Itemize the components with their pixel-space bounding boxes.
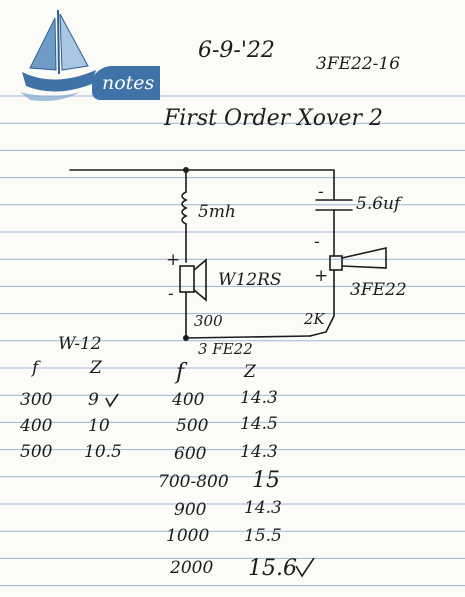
woofer-plus-sign: + bbox=[166, 250, 181, 270]
bottom-label: 3 FE22 bbox=[198, 340, 253, 358]
woofer-cone bbox=[193, 258, 207, 302]
tweeter-plus-sign: + bbox=[314, 266, 329, 286]
bottom-rail-wire bbox=[185, 335, 311, 339]
capacitor-label: 5.6uf bbox=[356, 194, 401, 214]
bottom-junction-dot bbox=[183, 335, 189, 341]
woofer-body bbox=[179, 265, 195, 293]
tweeter-row-z: 14.5 bbox=[240, 414, 278, 434]
tweeter-row-z: 14.3 bbox=[240, 442, 278, 462]
woofer-row-z: 10.5 bbox=[84, 442, 122, 462]
tweeter-body bbox=[329, 255, 343, 271]
tweeter-row-f: 1000 bbox=[166, 526, 210, 546]
page-title: First Order Xover 2 bbox=[164, 106, 383, 131]
tweeter-row-f: 700-800 bbox=[158, 472, 229, 492]
tweeter-row-f: 900 bbox=[174, 500, 207, 520]
notes-tab: notes bbox=[92, 66, 160, 100]
tweeter-row-f: 600 bbox=[174, 444, 207, 464]
tweeter-return-wire bbox=[309, 269, 335, 337]
woofer-row-f: 500 bbox=[20, 442, 53, 462]
tweeter-row-z: 15.6 bbox=[248, 556, 297, 581]
notes-label: notes bbox=[102, 72, 155, 94]
tweeter-horn bbox=[341, 246, 387, 269]
tweeter-minus-sign: - bbox=[314, 232, 320, 252]
inductor-label: 5mh bbox=[198, 202, 236, 222]
tweeter-resistance-label: 2K bbox=[304, 310, 325, 328]
woofer-row-f: 300 bbox=[20, 390, 53, 410]
check-icon bbox=[105, 393, 119, 408]
tweeter-row-z: 14.3 bbox=[240, 388, 278, 408]
tweeter-row-f: 2000 bbox=[170, 558, 214, 578]
tweeter-row-z: 15.5 bbox=[244, 526, 282, 546]
tweeter-header-f: f bbox=[176, 360, 185, 385]
inductor-coil bbox=[181, 191, 188, 225]
tweeter-label: 3FE22 bbox=[350, 280, 407, 300]
top-junction-dot bbox=[183, 167, 189, 173]
woofer-header-z: Z bbox=[90, 358, 102, 378]
capacitor-minus-sign: - bbox=[318, 182, 324, 202]
woofer-minus-sign: - bbox=[168, 284, 174, 304]
woofer-table-title: W-12 bbox=[58, 334, 102, 354]
check-icon bbox=[295, 557, 315, 578]
woofer-label: W12RS bbox=[218, 270, 282, 290]
woofer-resistance-label: 300 bbox=[194, 312, 223, 330]
tweeter-row-f: 500 bbox=[176, 416, 209, 436]
tweeter-row-f: 400 bbox=[172, 390, 205, 410]
date-text: 6-9-'22 bbox=[198, 38, 275, 63]
tweeter-row-z: 14.3 bbox=[244, 498, 282, 518]
woofer-row-z: 10 bbox=[88, 416, 110, 436]
reference-text: 3FE22-16 bbox=[316, 54, 401, 74]
woofer-row-f: 400 bbox=[20, 416, 53, 436]
woofer-row-z: 9 bbox=[88, 390, 99, 410]
woofer-header-f: f bbox=[32, 358, 39, 378]
tweeter-header-z: Z bbox=[244, 362, 256, 382]
tweeter-row-z: 15 bbox=[252, 468, 280, 493]
